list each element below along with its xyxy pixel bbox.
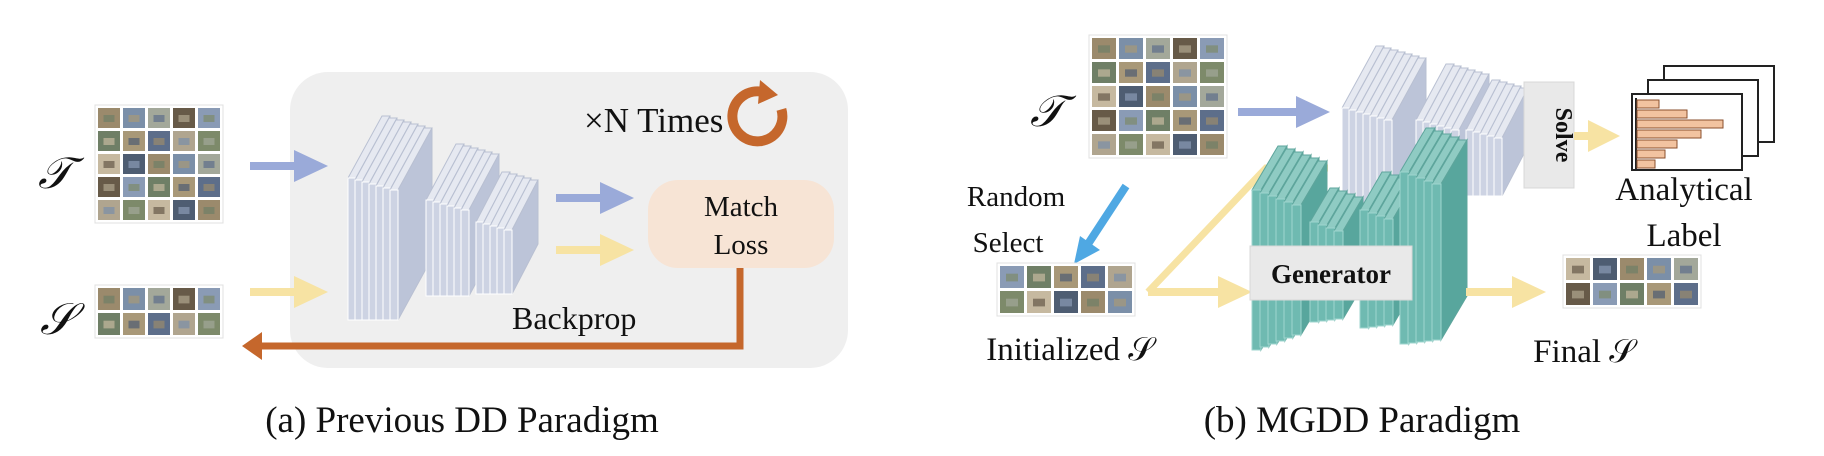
random-select-arrow bbox=[1074, 183, 1130, 264]
initialized-S-image-grid bbox=[996, 262, 1136, 317]
random-select-line1: Random bbox=[967, 181, 1066, 213]
generator-label: Generator bbox=[1271, 259, 1391, 289]
dataset-T-image-grid bbox=[94, 104, 224, 224]
blue-arrow-to-network bbox=[1238, 96, 1330, 128]
yellow-arrow-to-final bbox=[1466, 276, 1546, 308]
analytical-label-stack bbox=[1631, 65, 1775, 171]
histogram-bar bbox=[1636, 129, 1702, 139]
histogram-bar bbox=[1636, 109, 1688, 119]
backprop-arrow bbox=[242, 268, 744, 360]
analytical-label-line1: Analytical bbox=[1615, 172, 1752, 208]
histogram-bar bbox=[1636, 139, 1678, 149]
histogram-bar bbox=[1636, 149, 1666, 159]
symbol-T-b: 𝒯 bbox=[1030, 86, 1077, 137]
refresh-icon bbox=[727, 80, 788, 147]
times-label: ×N Times bbox=[584, 101, 723, 140]
match-loss-line2: Loss bbox=[714, 229, 769, 261]
match-loss-line1: Match bbox=[704, 191, 779, 223]
final-S-image-grid bbox=[1562, 254, 1702, 309]
dataset-S-image-grid bbox=[94, 284, 224, 339]
caption-b: (b) MGDD Paradigm bbox=[1204, 400, 1521, 441]
caption-a: (a) Previous DD Paradigm bbox=[265, 400, 659, 441]
initialized-label: Initialized 𝒮 bbox=[986, 332, 1157, 368]
network-stack bbox=[347, 115, 539, 321]
solve-box bbox=[1523, 81, 1575, 189]
yellow-arrow-output bbox=[556, 234, 634, 266]
match-loss-box bbox=[648, 180, 834, 268]
dataset-T-image-grid-b bbox=[1088, 34, 1228, 159]
random-select-line2: Select bbox=[973, 227, 1044, 259]
blue-arrow-input bbox=[250, 150, 328, 182]
yellow-arrow-input bbox=[250, 276, 328, 308]
solve-label: Solve bbox=[1550, 108, 1576, 163]
panel-a: 𝒯 𝒮 ×N Times bbox=[38, 72, 848, 441]
blue-arrow-output bbox=[556, 182, 634, 214]
histogram-bar bbox=[1636, 159, 1656, 169]
symbol-S: 𝒮 bbox=[40, 294, 85, 345]
yellow-arrow-to-label bbox=[1574, 120, 1620, 152]
histogram-bar bbox=[1636, 99, 1660, 109]
panel-b: 𝒯 Random Select Initialized 𝒮 bbox=[967, 34, 1775, 441]
histogram-bar bbox=[1636, 119, 1724, 129]
backprop-label: Backprop bbox=[512, 300, 636, 336]
symbol-T: 𝒯 bbox=[38, 148, 85, 199]
generator-label-box bbox=[1249, 245, 1413, 301]
yellow-arrow-to-generator bbox=[1148, 276, 1252, 308]
final-label: Final 𝒮 bbox=[1533, 334, 1638, 370]
analytical-label-line2: Label bbox=[1646, 218, 1721, 254]
